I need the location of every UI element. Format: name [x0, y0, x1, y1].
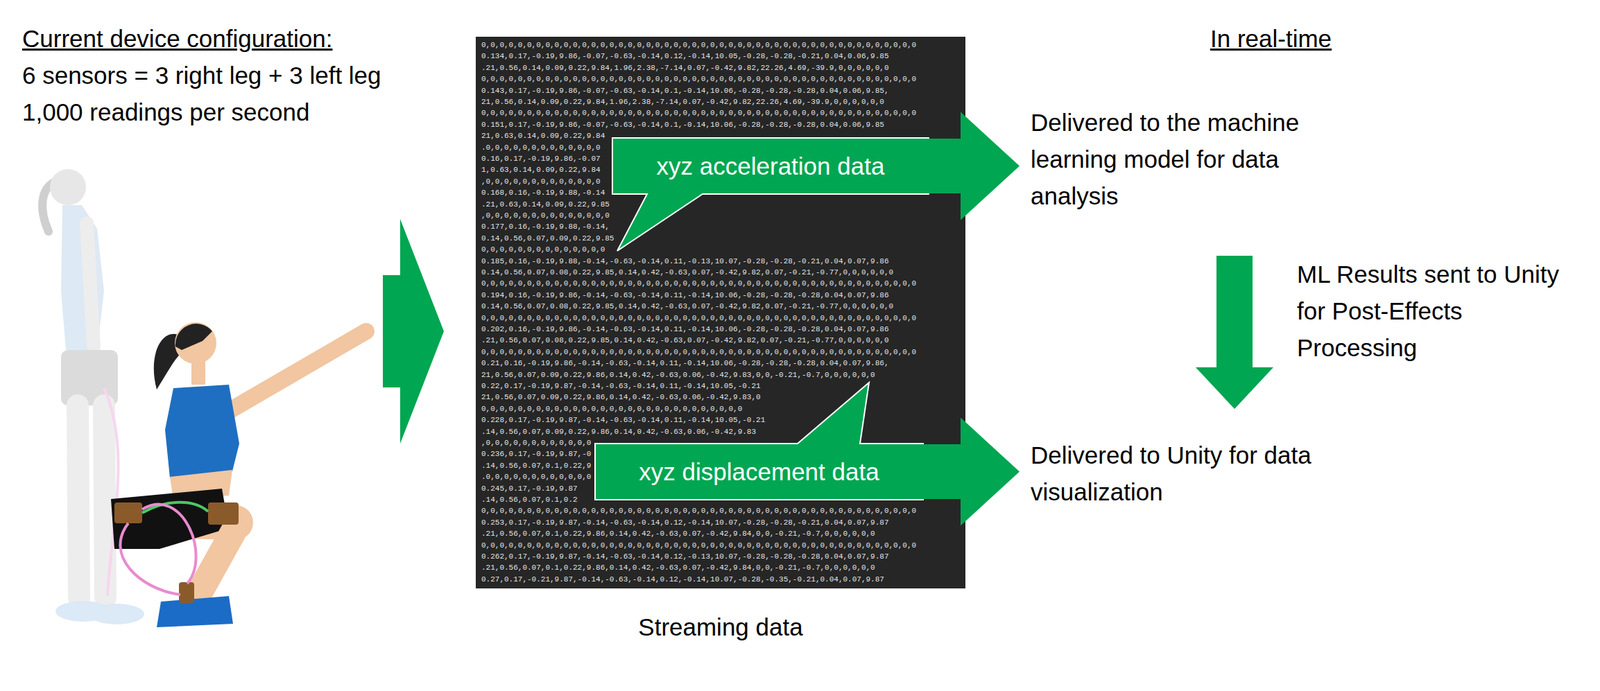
data-row: 0.143,0.17,-0.19,9.86,-0.07,-0.63,-0.14,…	[481, 85, 890, 97]
text-node: Delivered to Unity for data visualizatio…	[1030, 436, 1336, 511]
block-arrow	[922, 418, 1020, 527]
data-row: .14,0.56,0.07,0.1,0.2	[481, 494, 578, 506]
node-text: Delivered to the machine learning model …	[1030, 104, 1336, 215]
squatting-woman	[165, 384, 240, 479]
data-row: 21,0.56,0.07,0.09,0.22,9.86,0.14,0.42,-0…	[481, 391, 761, 403]
standing-figure	[42, 169, 145, 625]
config-text: Current device configuration:	[22, 23, 333, 55]
data-row: 21,0.56,0.14,0.09,0.22,9.84,1.96,2.38,-7…	[481, 96, 885, 108]
squatting-woman	[114, 502, 143, 524]
data-row: 0,0,0,0,0,0,0,0,0,0,0,0,0,0,0,0,0,0,0,0,…	[481, 107, 917, 119]
squatting-woman	[198, 532, 234, 596]
data-row: 0.16,0.17,-0.19,9.86,-0.07	[481, 153, 601, 165]
squatting-woman	[208, 502, 239, 526]
node-text: Delivered to Unity for data visualizatio…	[1030, 436, 1336, 511]
data-row: 0.245,0.17,-0.19,9.87	[481, 483, 578, 495]
input-arrow	[382, 219, 444, 444]
data-row: 0.236,0.17,-0.19,9.87,-0	[481, 448, 591, 460]
standing-figure	[86, 223, 94, 347]
block-arrow	[1195, 255, 1274, 410]
data-row: 21,0.63,0.14,0.09,0.22,9.84	[481, 130, 605, 142]
data-row: 21,0.56,0.07,0.09,0.22,9.86,0.14,0.42,-0…	[481, 369, 876, 381]
data-row: 0,0,0,0,0,0,0,0,0,0,0,0,0,0,0,0,0,0,0,0,…	[481, 312, 917, 324]
data-row: 0.177,0.16,-0.19,9.88,-0.14,	[481, 221, 610, 233]
data-row: 0.14,0.56,0.07,0.09,0.22,9.85	[481, 233, 614, 245]
squatting-woman	[178, 582, 195, 604]
edge-label: ML Results sent to Unity for Post-Effect…	[1296, 255, 1589, 367]
config-text: 6 sensors = 3 right leg + 3 left leg	[22, 60, 382, 91]
data-row: .0,0,0,0,0,0,0,0,0,0,0,0	[481, 471, 591, 483]
data-row: 0.22,0.17,-0.19,9.87,-0.14,-0.63,-0.14,0…	[481, 380, 761, 392]
squatting-woman	[110, 322, 367, 628]
standing-figure	[104, 405, 106, 598]
text-node: Delivered to the machine learning model …	[1030, 104, 1336, 215]
data-row: .0,0,0,0,0,0,0,0,0,0,0,0,0	[481, 142, 601, 154]
data-row: 0.134,0.17,-0.19,9.86,-0.07,-0.63,-0.14,…	[481, 50, 890, 62]
data-row: .21,0.63,0.14,0.09,0.22,9.85	[481, 199, 610, 211]
data-row: ,0,0,0,0,0,0,0,0,0,0,0,0,0,0	[481, 210, 610, 222]
data-row: .14,0.56,0.07,0.09,0.22,9.86,0.14,0.42,-…	[481, 426, 756, 438]
data-row: .21,0.56,0.07,0.1,0.22,9.86,0.14,0.42,-0…	[481, 528, 876, 540]
data-row: 0,0,0,0,0,0,0,0,0,0,0,0,0,0,0,0,0,0,0,0,…	[481, 73, 917, 85]
data-row: 0.194,0.16,-0.19,9.86,-0.14,-0.63,-0.14,…	[481, 289, 890, 301]
callout-text: xyz displacement data	[638, 443, 879, 501]
data-row: 0,0,0,0,0,0,0,0,0,0,0,0,0,0,0,0,0,0,0,0,…	[481, 403, 743, 415]
section-heading: In real-time	[1210, 23, 1332, 55]
callout-text: xyz acceleration data	[656, 138, 885, 195]
standing-figure	[104, 388, 118, 597]
callout-bubble: xyz acceleration data	[612, 138, 929, 195]
data-row: 0.151,0.17,-0.19,9.86,-0.07,-0.63,-0.14,…	[481, 119, 885, 131]
data-row: ,0,0,0,0,0,0,0,0,0,0,0,0	[481, 437, 591, 449]
squatting-woman	[156, 596, 234, 628]
panel-caption: Streaming data	[475, 612, 966, 643]
data-row: 0.253,0.17,-0.19,9.87,-0.14,-0.63,-0.14,…	[481, 517, 890, 529]
callout-outline	[595, 382, 924, 501]
data-row: 0.168,0.16,-0.19,9.88,-0.14	[481, 187, 605, 199]
data-row: 0.14,0.56,0.07,0.08,0.22,9.85,0.14,0.42,…	[481, 300, 894, 313]
squatting-woman	[175, 323, 213, 351]
standing-figure	[77, 405, 80, 598]
callout-outline	[612, 138, 929, 252]
data-row: 0,0,0,0,0,0,0,0,0,0,0,0,0,0,0,0,0,0,0,0,…	[481, 505, 917, 517]
data-row: 0,0,0,0,0,0,0,0,0,0,0,0,0,0,0,0,0,0,0,0,…	[481, 39, 917, 51]
data-row: 0.21,0.16,-0.19,9.86,-0.14,-0.63,-0.14,0…	[481, 357, 890, 369]
squatting-woman	[119, 523, 181, 596]
data-row: 0.228,0.17,-0.19,9.87,-0.14,-0.63,-0.14,…	[481, 414, 765, 426]
squatting-woman	[142, 504, 197, 584]
data-row: .21,0.56,0.07,0.1,0.22,9.86,0.14,0.42,-0…	[481, 562, 876, 574]
data-row: 0.185,0.16,-0.19,9.88,-0.14,-0.63,-0.14,…	[481, 255, 890, 268]
squatting-woman	[174, 322, 217, 365]
data-row: 0.202,0.16,-0.19,9.86,-0.14,-0.63,-0.14,…	[481, 323, 890, 335]
data-row: .21,0.56,0.14,0.09,0.22,9.84,1.96,2.38,-…	[481, 62, 890, 74]
data-row: 0.14,0.56,0.07,0.08,0.22,9.85,0.14,0.42,…	[481, 267, 894, 279]
data-stream-panel: Streaming data0,0,0,0,0,0,0,0,0,0,0,0,0,…	[475, 36, 966, 589]
squatting-woman	[220, 331, 367, 417]
data-row: 0,0,0,0,0,0,0,0,0,0,0,0,0,0,0,0,0,0,0,0,…	[481, 278, 917, 290]
standing-figure	[61, 205, 105, 351]
data-row: .21,0.56,0.07,0.08,0.22,9.85,0.14,0.42,-…	[481, 334, 890, 347]
data-row: 0,0,0,0,0,0,0,0,0,0,0,0,0,0	[481, 244, 605, 256]
data-row: ,0,0,0,0,0,0,0,0,0,0,0,0,0	[481, 176, 601, 188]
config-text: 1,000 readings per second	[22, 97, 310, 128]
callout-bubble: xyz displacement data	[595, 443, 924, 501]
data-row: .14,0.56,0.07,0.1,0.22,9	[481, 460, 591, 472]
data-row: 1,0.63,0.14,0.09,0.22,9.84	[481, 164, 601, 176]
standing-figure	[88, 604, 145, 625]
data-row: 0.27,0.17,-0.21,9.87,-0.14,-0.63,-0.14,0…	[481, 574, 885, 586]
block-arrow	[927, 112, 1020, 221]
standing-figure	[49, 169, 86, 206]
data-row: 0.262,0.17,-0.19,9.87,-0.14,-0.63,-0.14,…	[481, 551, 890, 563]
data-row: 0,0,0,0,0,0,0,0,0,0,0,0,0,0,0,0,0,0,0,0,…	[481, 540, 917, 552]
data-row: 0,0,0,0,0,0,0,0,0,0,0,0,0,0,0,0,0,0,0,0,…	[481, 346, 917, 358]
